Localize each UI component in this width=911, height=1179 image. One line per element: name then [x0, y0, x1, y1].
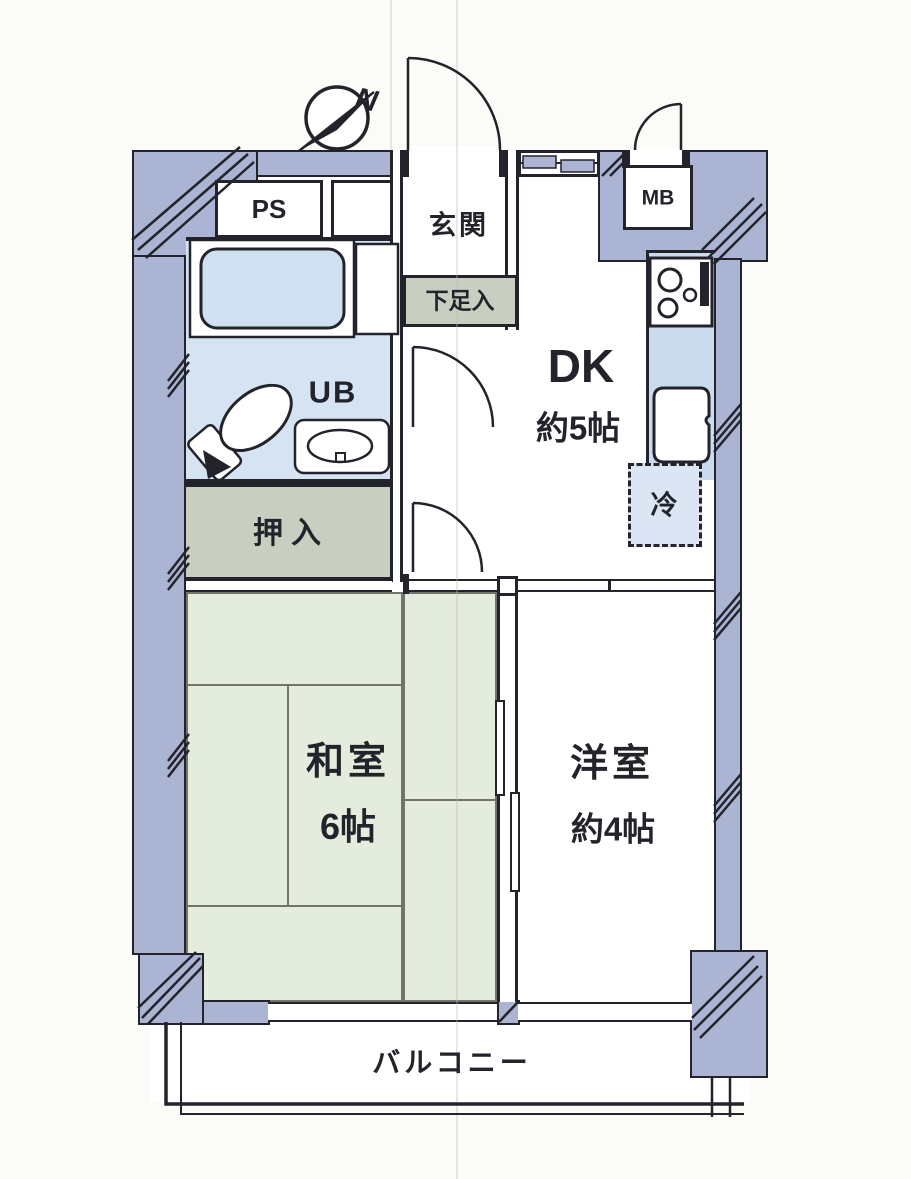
shoe-cabinet-box	[403, 275, 518, 327]
youshitsu-entry-track	[518, 579, 714, 592]
room-label-unit-bath: UB	[308, 374, 358, 410]
entrance-opening	[407, 146, 501, 179]
entrance-door-arc	[406, 56, 502, 151]
wall-hatch	[131, 146, 767, 1039]
sliding-door-panel	[495, 700, 505, 796]
room-label-balcony: バルコニー	[372, 1047, 532, 1078]
washbasin-icon	[293, 418, 391, 475]
room-size-dk: 約5帖	[535, 409, 621, 447]
room-label-genkan: 玄関	[429, 210, 489, 241]
balcony-rail	[164, 1022, 744, 1117]
room-label-shoe-cabinet: 下足入	[425, 287, 495, 314]
youshitsu-balcony-window	[518, 1002, 692, 1022]
room-label-mb: MB	[641, 186, 675, 210]
pipe-space-box	[215, 180, 323, 238]
north-label: N	[352, 82, 381, 119]
wall-corner-bottom-right	[690, 950, 768, 1078]
kitchen-sink-icon	[652, 386, 711, 464]
room-label-washitsu: 和室	[305, 741, 391, 783]
room-label-youshitsu: 洋室	[569, 743, 655, 785]
tatami-mat	[186, 905, 403, 1002]
sliding-door-panel	[510, 792, 520, 892]
mb-door-opening	[629, 148, 682, 167]
ps-side-box	[331, 180, 393, 238]
toilet-icon	[187, 383, 293, 482]
wall-left	[132, 255, 186, 955]
tatami-mat	[287, 684, 403, 907]
room-label-ps: PS	[251, 194, 287, 224]
refrigerator-space	[628, 463, 702, 547]
washitsu-door-arc	[411, 501, 484, 573]
oshiire-sliding-track	[186, 579, 392, 592]
meter-box	[623, 165, 693, 230]
oshiire-closet	[186, 485, 390, 579]
tatami-mat	[186, 592, 403, 686]
top-window-panes	[518, 155, 600, 173]
room-label-refrigerator: 冷	[650, 490, 678, 521]
room-size-washitsu: 6帖	[319, 806, 377, 847]
bathtub-icon	[188, 238, 400, 339]
dk-wall-pillar	[497, 576, 518, 596]
washitsu-balcony-window	[268, 1002, 497, 1022]
mb-door-arc	[633, 102, 683, 151]
washitsu-entry-track	[403, 579, 497, 592]
room-label-dk: DK	[547, 340, 615, 392]
north-compass-icon: N	[298, 82, 382, 152]
wall-corner-bottom-left-foot	[202, 1000, 270, 1025]
stove-icon	[648, 256, 714, 328]
ub-door-arc	[411, 345, 495, 428]
wall-ub-oshiire	[186, 479, 390, 485]
tatami-mat	[403, 799, 497, 1002]
tatami-mat	[403, 592, 497, 801]
room-size-youshitsu: 約4帖	[570, 810, 656, 848]
room-label-oshiire: 押入	[253, 517, 329, 550]
